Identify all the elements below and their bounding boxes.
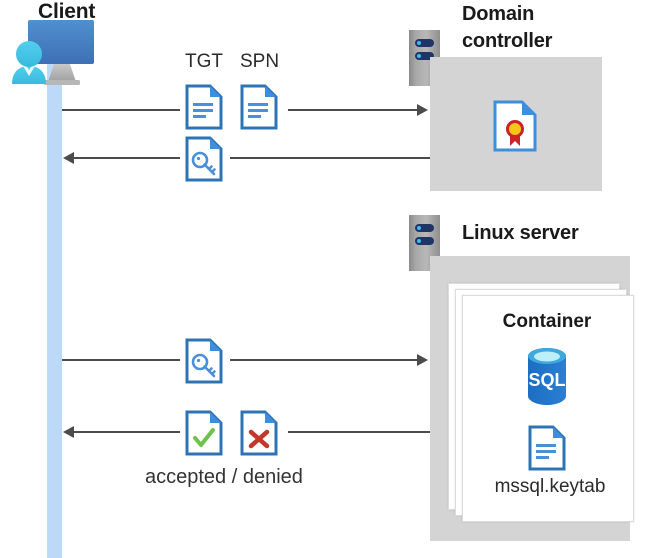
arrow-line-dc-to-client-left bbox=[74, 157, 180, 159]
accepted-denied-label: accepted / denied bbox=[145, 466, 303, 488]
key-document-icon-ticket-top bbox=[185, 136, 223, 182]
server-rack-icon-linux bbox=[409, 215, 440, 271]
keytab-file-label: mssql.keytab bbox=[494, 476, 606, 497]
arrow-line-linux-to-client-left bbox=[74, 431, 180, 433]
document-icon-tgt bbox=[185, 84, 223, 130]
tgt-label: TGT bbox=[185, 51, 223, 72]
client-lifeline bbox=[47, 58, 62, 558]
arrow-line-client-to-linux-left bbox=[62, 359, 180, 361]
page-title-client: Client bbox=[38, 0, 96, 23]
arrow-line-dc-to-client-right bbox=[230, 157, 430, 159]
page-title-linux-server: Linux server bbox=[462, 222, 579, 244]
container-card-front bbox=[462, 295, 634, 522]
arrow-line-linux-to-client-right bbox=[288, 431, 430, 433]
arrow-line-client-to-dc-right bbox=[288, 109, 418, 111]
arrow-head-linux-to-client bbox=[63, 426, 74, 438]
check-document-icon-accepted bbox=[185, 410, 223, 456]
key-document-icon-ticket-bottom bbox=[185, 338, 223, 384]
sql-database-icon: SQL bbox=[518, 345, 576, 407]
user-monitor-icon bbox=[8, 18, 112, 90]
arrow-line-client-to-linux-right bbox=[230, 359, 418, 361]
document-icon-keytab bbox=[528, 425, 566, 471]
arrow-head-dc-to-client bbox=[63, 152, 74, 164]
cross-document-icon-denied bbox=[240, 410, 278, 456]
domain-controller-title-line1: Domain bbox=[462, 3, 535, 25]
arrow-head-client-to-dc bbox=[417, 104, 428, 116]
page-title-container: Container bbox=[502, 311, 592, 332]
arrow-head-client-to-linux bbox=[417, 354, 428, 366]
arrow-line-client-to-dc-left bbox=[62, 109, 180, 111]
certificate-document-icon bbox=[493, 100, 537, 152]
domain-controller-title-line2: controller bbox=[462, 30, 553, 52]
sql-database-label: SQL bbox=[528, 370, 565, 390]
page-title-domain-controller: Domain controller bbox=[462, 1, 622, 55]
document-icon-spn bbox=[240, 84, 278, 130]
spn-label: SPN bbox=[240, 51, 280, 72]
